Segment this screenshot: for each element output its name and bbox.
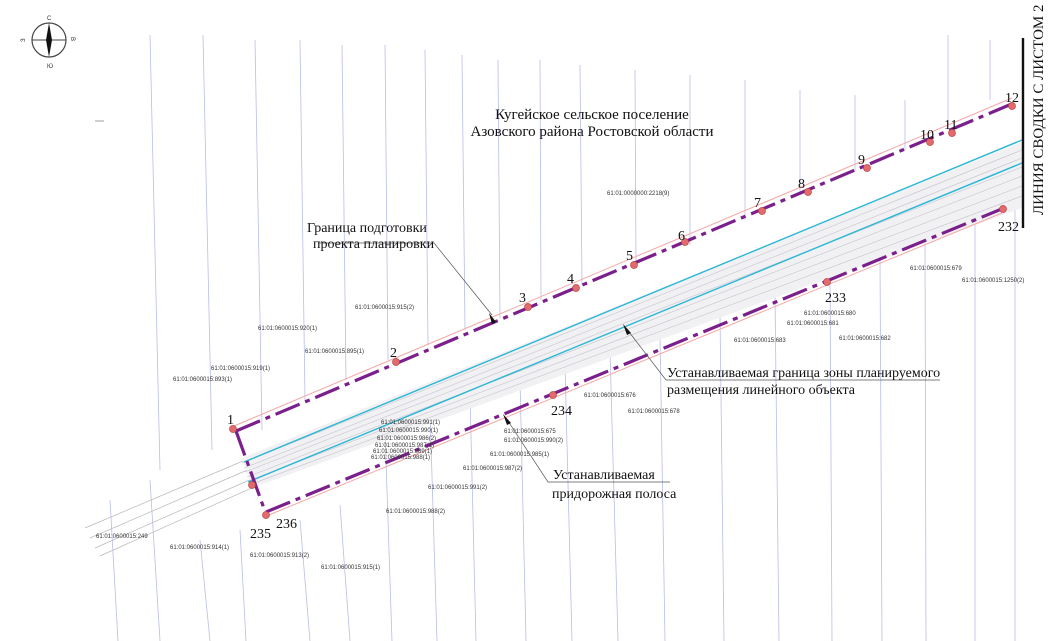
callout-planning-line-2: проекта планировки — [313, 237, 435, 252]
parcel-label: 61:01:0600015:680 — [804, 311, 856, 317]
point-label-233: 233 — [825, 291, 846, 306]
parcel-label: 61:01:0600015:985(1) — [490, 452, 549, 458]
point-label-9: 9 — [858, 153, 865, 168]
point-labels: 1 2 3 4 5 6 7 8 9 10 11 12 232 233 234 2… — [227, 91, 1019, 542]
point-label-2: 2 — [390, 346, 397, 361]
parcel-label: 61:01:0600015:679 — [910, 266, 962, 272]
callout-roadside-line-1: Устанавливаемая — [553, 468, 655, 483]
approach-road — [84, 457, 257, 557]
parcel-label: 61:01:0600015:893(1) — [173, 377, 232, 383]
compass: С В Ю З — [21, 16, 75, 70]
parcel-label: 61:01:0600015:920(1) — [258, 326, 317, 332]
parcel-label: 61:01:0600015:682 — [839, 336, 891, 342]
point-label-234: 234 — [551, 404, 572, 419]
match-line: ЛИНИЯ СВОДКИ С ЛИСТОМ 2 — [1021, 5, 1047, 228]
parcel-label: 61:01:0600015:990(1) — [379, 428, 438, 434]
match-line-label: ЛИНИЯ СВОДКИ С ЛИСТОМ 2 — [1031, 5, 1047, 216]
point-label-235: 235 — [250, 527, 271, 542]
parcel-label: 61:01:0600015:913(2) — [250, 553, 309, 559]
point-label-1: 1 — [227, 413, 234, 428]
compass-south: Ю — [47, 64, 53, 70]
callout-roadside-strip: Устанавливаемая придорожная полоса — [503, 414, 677, 502]
parcel-label: 61:01:0600015:987(1) — [375, 443, 434, 449]
compass-east: В — [69, 37, 75, 41]
callout-roadside-line-2: придорожная полоса — [552, 487, 677, 502]
parcel-label: 61:01:0600015:676 — [584, 393, 636, 399]
parcel-label: 61:01:0600015:675 — [504, 429, 556, 435]
point-label-10: 10 — [920, 128, 934, 143]
parcel-label: 61:01:0600015:895(1) — [305, 349, 364, 355]
parcel-label: 61:01:0600015:987(2) — [463, 466, 522, 472]
point-label-6: 6 — [678, 229, 685, 244]
parcel-label: 61:01:0600015:986(2) — [377, 436, 436, 442]
callout-zone-line-1: Устанавливаемая граница зоны планируемог… — [667, 366, 940, 381]
point-label-11: 11 — [944, 118, 957, 133]
parcel-label: 61:01:0600015:1250(2) — [962, 278, 1024, 284]
parcel-label: 61:01:0600015:678 — [628, 409, 680, 415]
zone-boundary-south — [247, 162, 1023, 483]
point-label-12: 12 — [1005, 91, 1019, 106]
parcel-label: 61:01:0000000:2218(9) — [607, 191, 669, 197]
parcel-grid — [109, 34, 1016, 641]
parcel-label: 61:01:0600015:990(2) — [504, 438, 563, 444]
point-label-7: 7 — [754, 196, 761, 211]
point-label-5: 5 — [626, 249, 633, 264]
point-label-236: 236 — [276, 517, 297, 532]
point-label-3: 3 — [519, 291, 526, 306]
zone-boundary-north — [243, 139, 1023, 463]
point-label-232: 232 — [998, 220, 1019, 235]
parcel-label: 61:01:0600015:988(2) — [386, 509, 445, 515]
parcel-label: 61:01:0600015:683 — [734, 338, 786, 344]
point-label-8: 8 — [798, 177, 805, 192]
callout-planning-boundary: Граница подготовки проекта планировки — [307, 221, 496, 324]
parcel-label: 61:01:0600015:915(2) — [355, 305, 414, 311]
point-label-4: 4 — [567, 272, 574, 287]
parcel-label: 61:01:0600015:249 — [96, 534, 148, 540]
parcel-label: 61:01:0600015:991(1) — [381, 420, 440, 426]
parcel-label: 61:01:0600015:915(1) — [321, 565, 380, 571]
title-line-2: Азовского района Ростовской области — [471, 124, 714, 140]
parcel-labels: 61:01:0000000:2218(9) 61:01:0600015:915(… — [96, 191, 1024, 571]
parcel-label: 61:01:0600015:989(1) — [373, 449, 432, 455]
title-line-1: Кугейское сельское поселение — [495, 107, 689, 123]
boundary-points — [229, 102, 1016, 519]
compass-north: С — [47, 16, 52, 22]
parcel-label: 61:01:0600015:914(1) — [170, 545, 229, 551]
map-title: Кугейское сельское поселение Азовского р… — [471, 107, 714, 140]
parcel-label: 61:01:0600015:991(2) — [428, 485, 487, 491]
planning-boundary — [233, 97, 1015, 518]
callout-zone-boundary: Устанавливаемая граница зоны планируемог… — [623, 324, 940, 398]
callout-planning-line-1: Граница подготовки — [307, 221, 427, 236]
parcel-label: 61:01:0600015:681 — [787, 321, 839, 327]
compass-west: З — [21, 38, 27, 42]
parcel-label: 61:01:0600015:919(1) — [211, 366, 270, 372]
parcel-label: 61:01:0600015:988(1) — [371, 455, 430, 461]
callout-zone-line-2: размещения линейного объекта — [667, 383, 856, 398]
